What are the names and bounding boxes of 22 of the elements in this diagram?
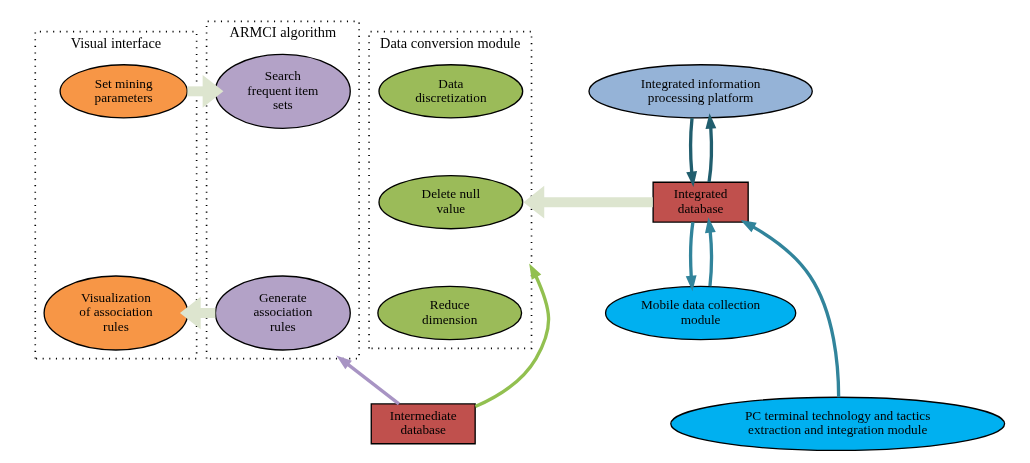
arrow xyxy=(523,185,653,219)
arrow xyxy=(704,113,716,183)
arrow xyxy=(685,118,697,187)
arrow xyxy=(704,217,716,287)
arrow xyxy=(740,219,840,398)
node-ellipse: Reduce dimension xyxy=(376,285,522,341)
node-ellipse: Delete null value xyxy=(377,174,523,230)
arrow xyxy=(179,296,215,330)
node-ellipse: Set mining parameters xyxy=(58,64,188,119)
node-ellipse: Generate association rules xyxy=(214,275,351,351)
node-ellipse: Data discretization xyxy=(377,64,523,119)
node-box: Intermediate database xyxy=(370,403,476,445)
arrow xyxy=(685,221,697,292)
node-ellipse: Visualization of association rules xyxy=(42,275,188,351)
node-ellipse: Integrated information processing platform xyxy=(587,64,813,119)
arrow xyxy=(186,75,223,108)
node-ellipse: Mobile data collection module xyxy=(604,285,796,341)
node-box: Integrated database xyxy=(651,181,749,223)
arrow xyxy=(335,355,400,406)
node-ellipse: PC terminal technology and tactics extraction and integration module xyxy=(669,396,1005,452)
arrow xyxy=(474,263,550,409)
node-ellipse: Search frequent item sets xyxy=(214,53,351,129)
